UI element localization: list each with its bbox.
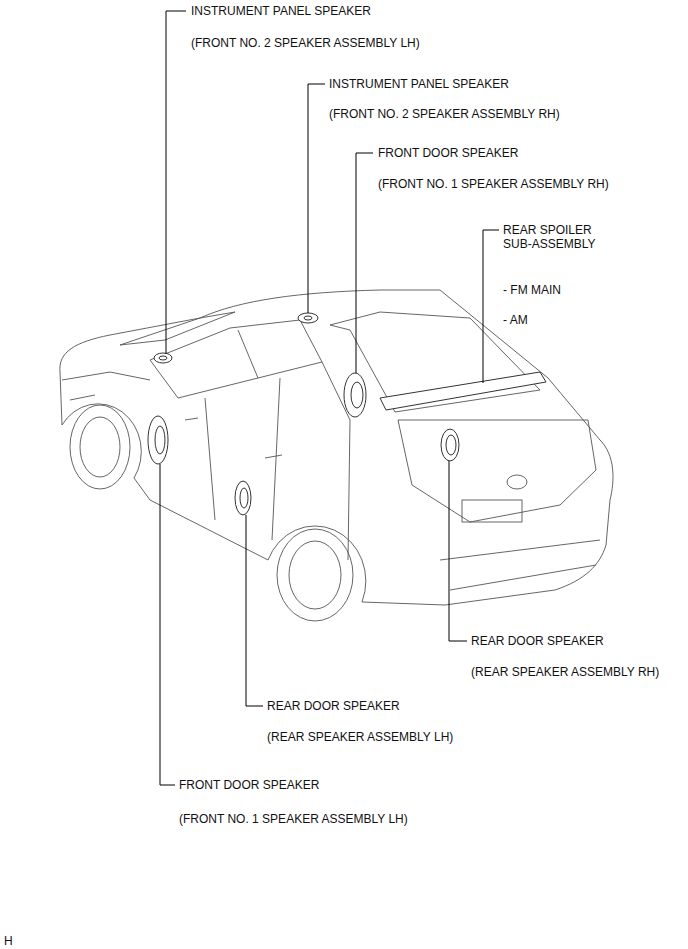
- part-name: REAR SPOILER SUB-ASSEMBLY: [503, 223, 599, 251]
- antenna-type: - FM MAIN: [503, 283, 561, 297]
- part-name: FRONT DOOR SPEAKER: [179, 778, 319, 792]
- part-number-name: (FRONT NO. 1 SPEAKER ASSEMBLY LH): [179, 812, 408, 826]
- antenna-type: - AM: [503, 313, 528, 327]
- part-number-name: (REAR SPEAKER ASSEMBLY RH): [471, 665, 659, 679]
- part-name: INSTRUMENT PANEL SPEAKER: [329, 77, 509, 91]
- leader-lines: [160, 11, 499, 785]
- part-name: INSTRUMENT PANEL SPEAKER: [191, 4, 371, 18]
- part-number-name: (FRONT NO. 2 SPEAKER ASSEMBLY LH): [191, 36, 420, 50]
- part-name: REAR DOOR SPEAKER: [267, 699, 400, 713]
- part-number-name: (FRONT NO. 1 SPEAKER ASSEMBLY RH): [378, 177, 609, 191]
- speakers: [148, 313, 546, 515]
- car-body: [60, 290, 613, 621]
- part-number-name: (REAR SPEAKER ASSEMBLY LH): [267, 730, 453, 744]
- part-number-name: (FRONT NO. 2 SPEAKER ASSEMBLY RH): [329, 107, 560, 121]
- part-name: REAR DOOR SPEAKER: [471, 634, 604, 648]
- part-name: FRONT DOOR SPEAKER: [378, 146, 518, 160]
- figure-code: H: [4, 934, 13, 948]
